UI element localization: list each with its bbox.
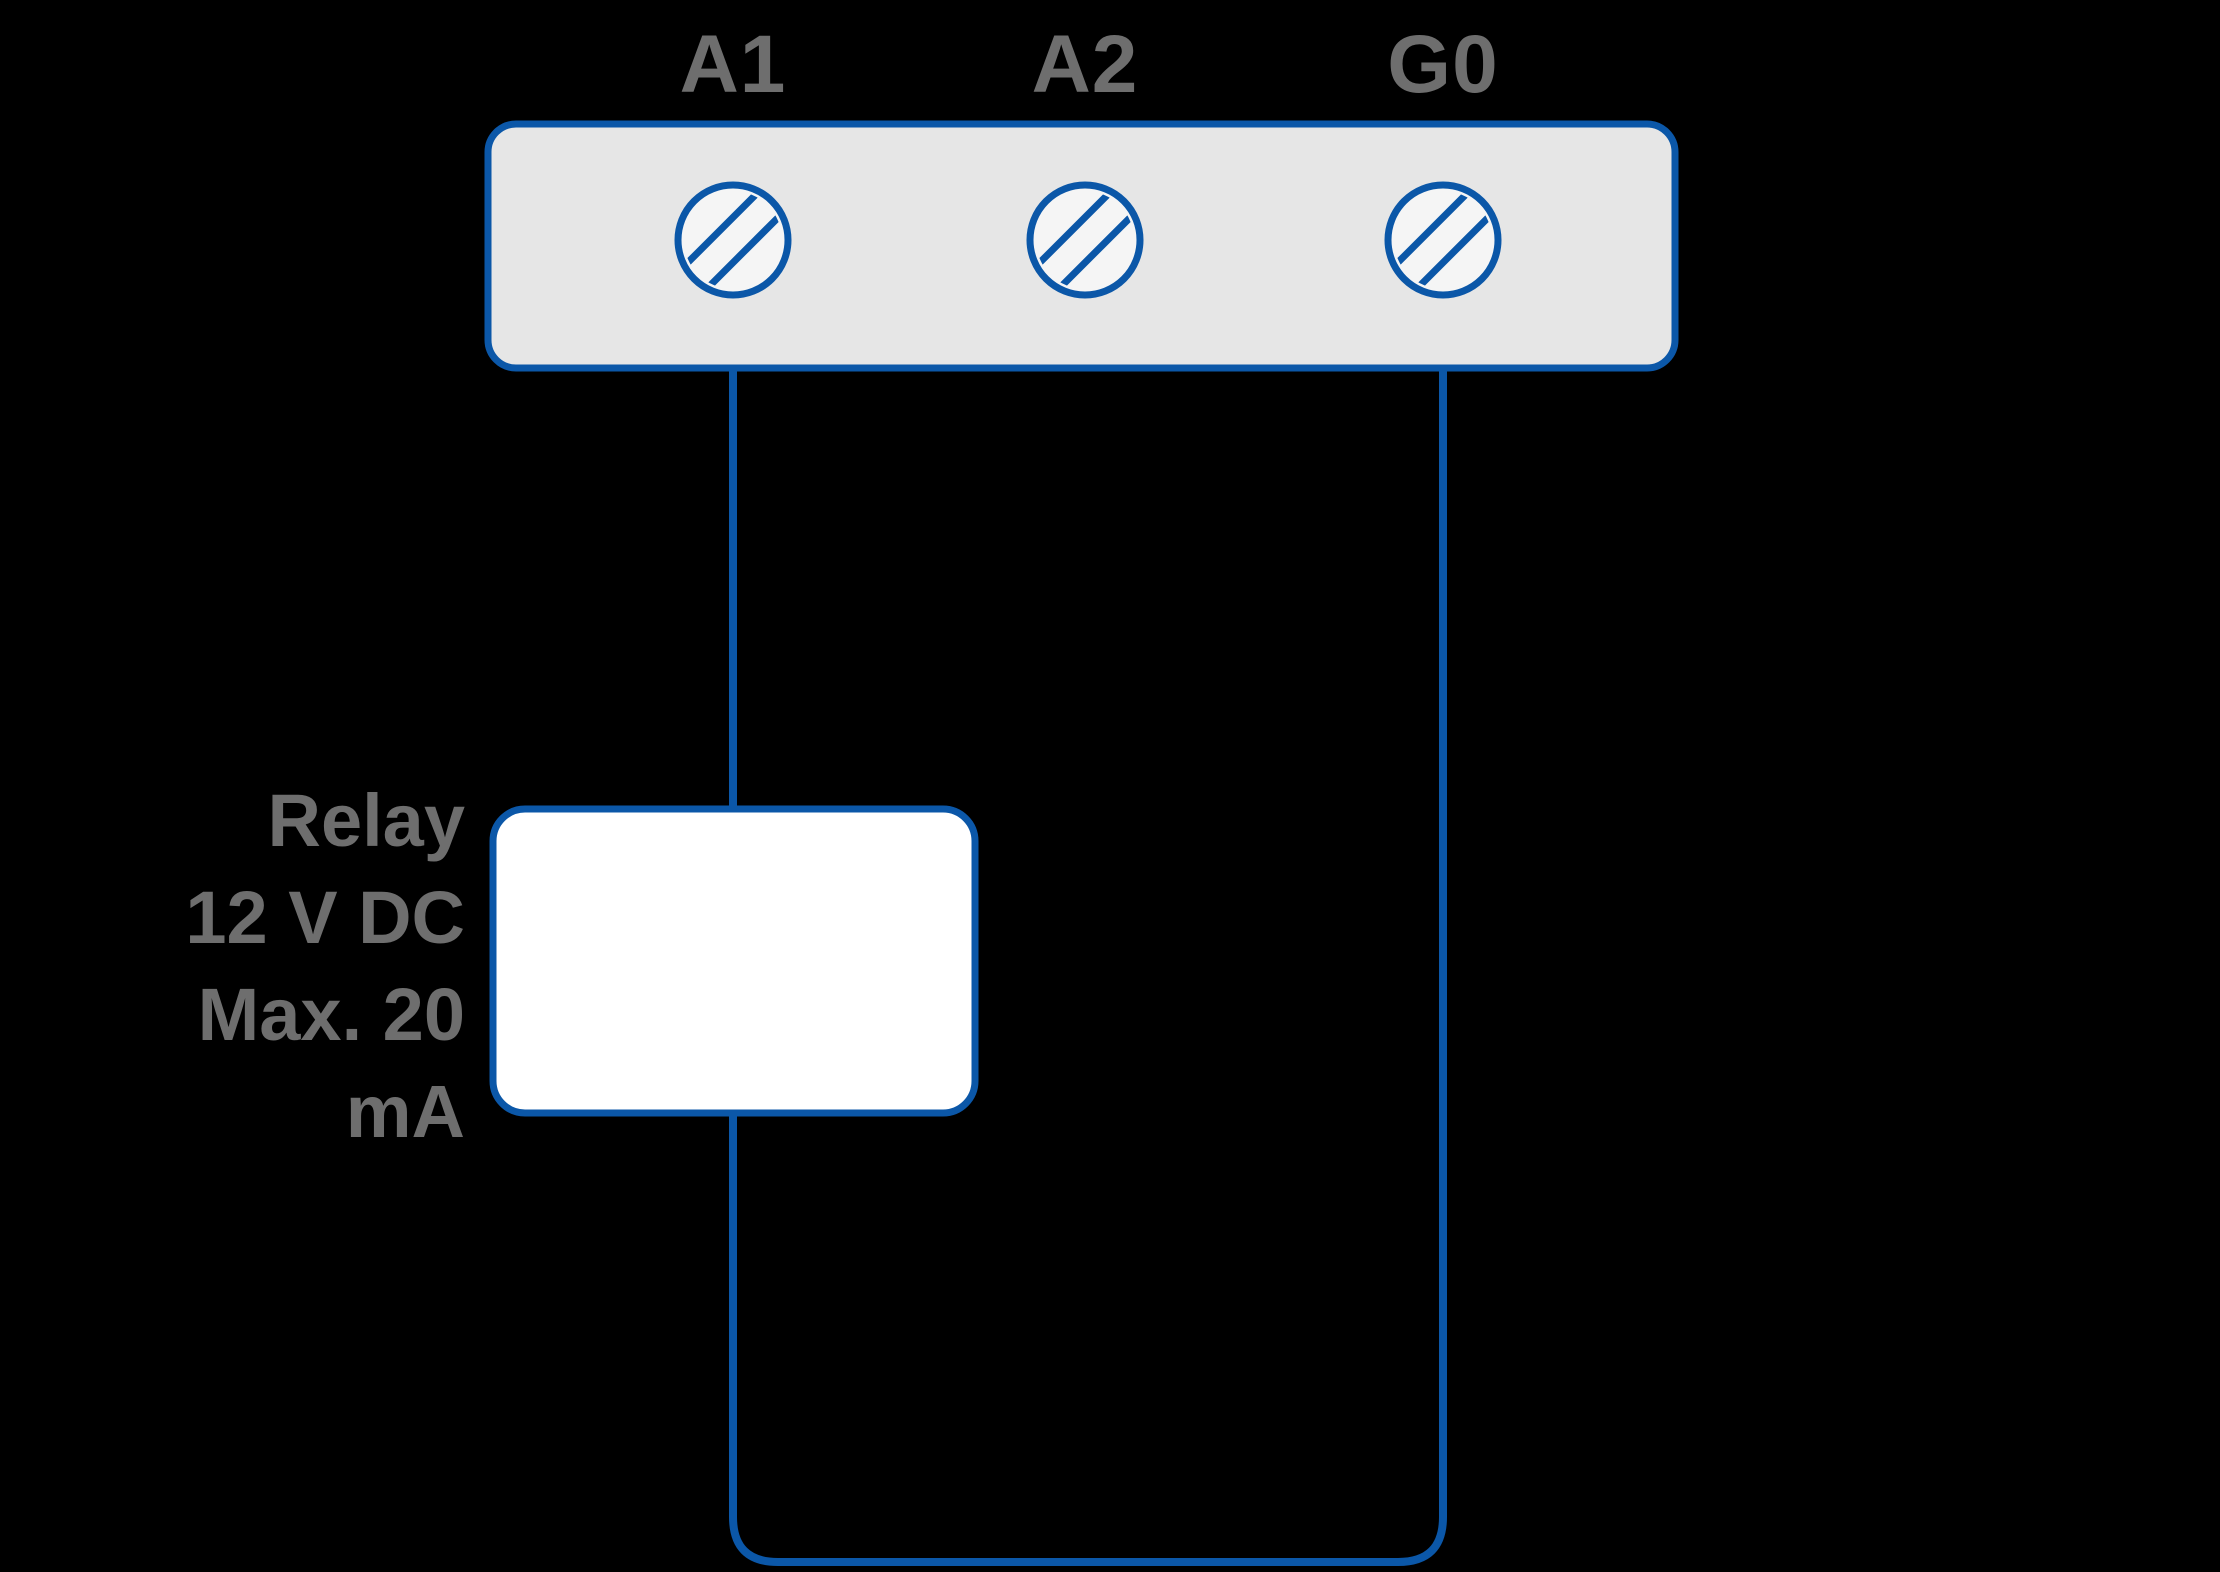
screw-slot-lines (1034, 189, 1136, 291)
screw-head (1026, 181, 1144, 299)
screw-slot-lines (682, 189, 784, 291)
relay-label: Relay 12 V DC Max. 20 mA (40, 772, 465, 1160)
terminal-label-a1: A1 (679, 19, 787, 110)
terminal-label-a2: A2 (1031, 19, 1139, 110)
screw-slot-lines (1392, 189, 1494, 291)
relay-label-line: 12 V DC (185, 876, 465, 959)
terminal-label-g0: G0 (1387, 19, 1499, 110)
relay-label-line: Relay (267, 779, 465, 862)
screw-terminal-a1-icon (674, 181, 792, 299)
screw-terminal-a2-icon (1026, 181, 1144, 299)
wire-relay-to-g0 (729, 360, 1447, 1566)
screw-terminal-g0-icon (1384, 181, 1502, 299)
screw-head (1384, 181, 1502, 299)
screw-head (674, 181, 792, 299)
relay-label-line: Max. 20 (197, 973, 465, 1056)
relay-box (489, 805, 979, 1117)
relay-label-line: mA (345, 1070, 465, 1153)
